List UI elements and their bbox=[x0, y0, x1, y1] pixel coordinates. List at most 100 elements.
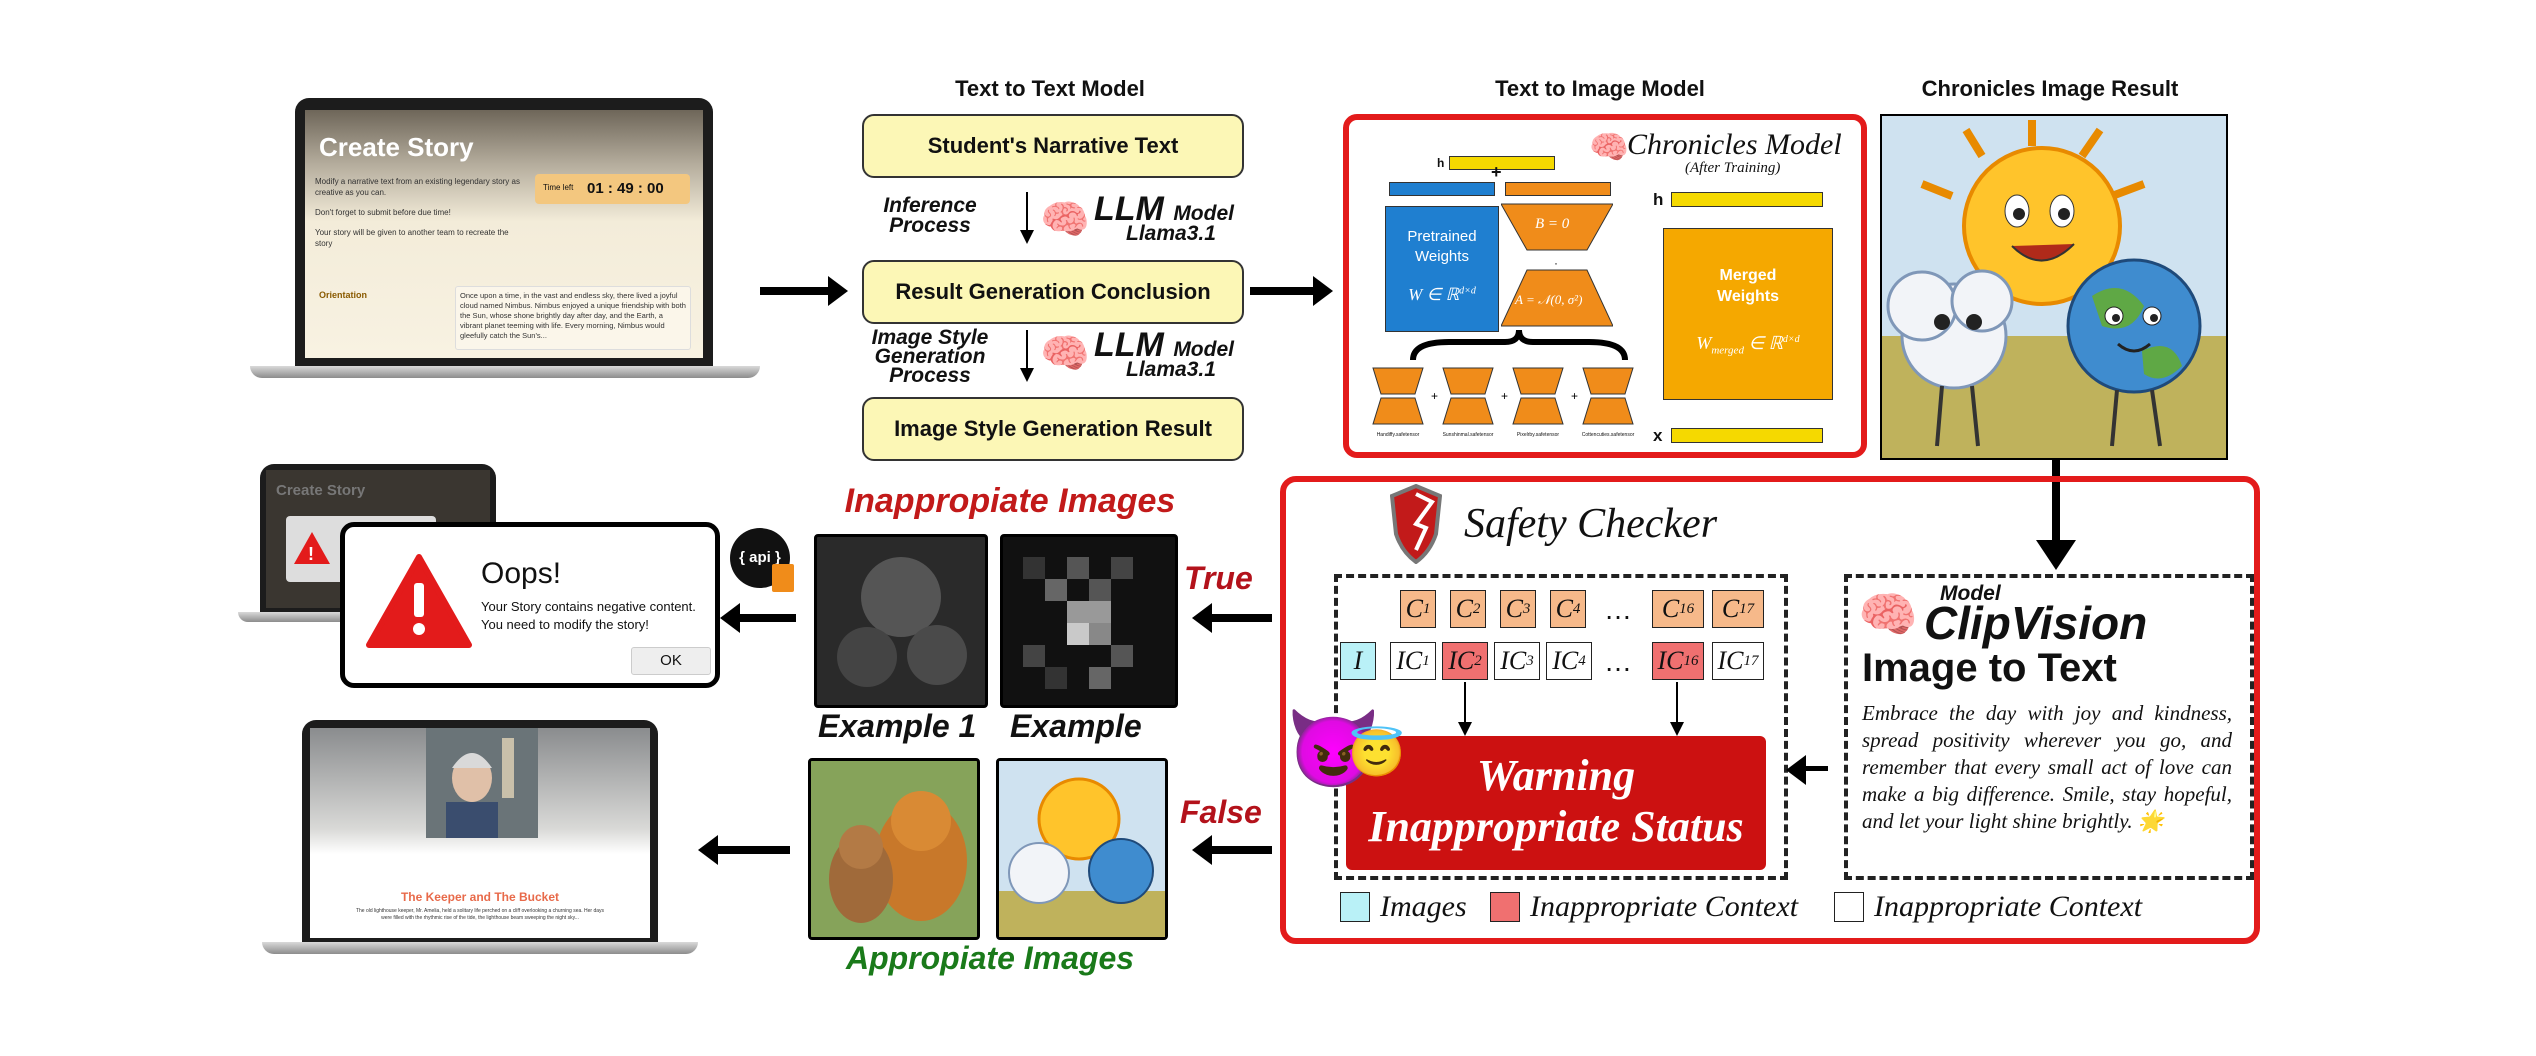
create-story-screen: Create Story Time left 01 : 49 : 00 Modi… bbox=[305, 110, 703, 358]
merged-w: W bbox=[1696, 333, 1712, 353]
arrow-to-keeper bbox=[698, 835, 790, 865]
example-1-label: Example 1 bbox=[818, 708, 977, 744]
header-text-to-text: Text to Text Model bbox=[955, 76, 1145, 101]
box-result-generation: Result Generation Conclusion bbox=[862, 260, 1244, 324]
model-text: Model bbox=[1173, 202, 1234, 225]
instruction-2: Don't forget to submit before due time! bbox=[315, 208, 451, 217]
header-text-to-image: Text to Image Model bbox=[1495, 76, 1705, 101]
example-1-image bbox=[814, 534, 988, 708]
adapter-group: + + + Handiffy.safetensor Sunshinmal.saf… bbox=[1367, 366, 1667, 444]
false-label: False bbox=[1180, 794, 1262, 830]
adapter-label-2: Sunshinmal.safetensor bbox=[1442, 432, 1494, 438]
timer-value: 01 : 49 : 00 bbox=[587, 180, 664, 197]
appropriate-image-2 bbox=[996, 758, 1168, 940]
chronicles-model-box: 🧠 Chronicles Model (After Training) h + … bbox=[1343, 114, 1867, 458]
instructions-panel: Modify a narrative text from an existing… bbox=[315, 176, 525, 276]
chronicles-title: Chronicles Model bbox=[1627, 128, 1842, 161]
box-image-style-result: Image Style Generation Result bbox=[862, 397, 1244, 461]
a-matrix-trapezoid bbox=[1501, 269, 1613, 327]
legend-inapp-white-label: Inappropriate Context bbox=[1874, 890, 2143, 923]
hidden-bar-mid-orange bbox=[1505, 182, 1611, 196]
story-textarea[interactable]: Once upon a time, in the vast and endles… bbox=[455, 286, 691, 350]
keeper-body: The old lighthouse keeper, Mr. Amelia, h… bbox=[355, 908, 605, 921]
legend-swatch-white bbox=[1834, 892, 1864, 922]
svg-text:+: + bbox=[1501, 389, 1508, 403]
arrow-to-oops bbox=[720, 603, 796, 633]
down-arrow-inference bbox=[1020, 192, 1034, 244]
arrow-to-t2i bbox=[1250, 276, 1333, 306]
llm-text: LLM bbox=[1094, 326, 1164, 364]
arrow-ic2-warning bbox=[1458, 682, 1472, 736]
json-file-icon bbox=[772, 564, 794, 592]
w-formula-sup: d×d bbox=[1459, 285, 1476, 297]
llm-text: LLM bbox=[1094, 190, 1164, 228]
arrow-false bbox=[1192, 835, 1272, 865]
keeper-screen: The Keeper and The Bucket The old lighth… bbox=[310, 728, 650, 938]
pretrained-weights-box: Pretrained Weights W ∈ ℝd×d bbox=[1385, 206, 1499, 332]
legend-swatch-images bbox=[1340, 892, 1370, 922]
merged-sup: d×d bbox=[1782, 334, 1800, 345]
llm-label-1: LLM Model bbox=[1094, 190, 1234, 229]
merged-rest: ∈ ℝ bbox=[1743, 333, 1783, 353]
example-2-image bbox=[1000, 534, 1178, 708]
adapter-shapes: + + + bbox=[1372, 367, 1634, 425]
warning-icon-small: ! bbox=[294, 532, 330, 564]
oops-line-2: You need to modify the story! bbox=[481, 617, 649, 632]
svg-text:!: ! bbox=[308, 544, 314, 564]
warning-icon bbox=[366, 554, 472, 648]
adapter-label-4: Cottencuties.safetensor bbox=[1581, 432, 1635, 438]
oops-dialog: Oops! Your Story contains negative conte… bbox=[340, 522, 720, 688]
x-label: x bbox=[1653, 426, 1663, 445]
warning-status-box: Warning Inappropriate Status bbox=[1346, 736, 1766, 870]
legend-swatch-red bbox=[1490, 892, 1520, 922]
example-2-label: Example bbox=[1010, 708, 1142, 744]
sun-earth-cloud-illustration bbox=[1882, 116, 2226, 458]
chronicles-subtitle: (After Training) bbox=[1685, 160, 1781, 176]
true-label: True bbox=[1184, 560, 1253, 596]
arrow-clip-to-warning bbox=[1786, 755, 1828, 785]
clip-model-label: Model bbox=[1940, 582, 2001, 605]
inappropriate-title: Inappropiate Images bbox=[844, 482, 1176, 520]
cell-image: I bbox=[1340, 642, 1376, 680]
w-formula: W ∈ ℝd×d bbox=[1386, 285, 1498, 305]
ellipsis-row1: … bbox=[1604, 594, 1632, 625]
image-style-process-label: Image Style Generation Process bbox=[871, 326, 989, 387]
arrow-ic16-warning bbox=[1670, 682, 1684, 736]
merged-h-bar bbox=[1671, 192, 1823, 207]
clip-name: ClipVision bbox=[1924, 597, 2148, 649]
warning-line-1: Warning bbox=[1476, 751, 1636, 800]
ok-button[interactable]: OK bbox=[631, 647, 711, 675]
laptop-create-story: Create Story Time left 01 : 49 : 00 Modi… bbox=[250, 98, 760, 398]
keeper-portrait bbox=[426, 728, 538, 838]
hidden-bar-mid-blue bbox=[1389, 182, 1495, 196]
keeper-title: The Keeper and The Bucket bbox=[400, 890, 560, 904]
hidden-bar-top bbox=[1449, 156, 1555, 170]
legend: Images Inappropriate Context Inappropria… bbox=[1340, 886, 2240, 926]
timer-label: Time left bbox=[543, 183, 574, 192]
inference-process-label: Inference Process bbox=[883, 194, 977, 237]
ellipsis-row2: … bbox=[1604, 646, 1632, 677]
merged-label: Merged Weights bbox=[1717, 267, 1779, 305]
arrow-to-t2t bbox=[760, 276, 848, 306]
legend-inapp-red-label: Inappropriate Context bbox=[1530, 890, 1799, 923]
merged-weights-box: Merged Weights Wmerged ∈ ℝd×d bbox=[1663, 228, 1833, 400]
brace bbox=[1410, 329, 1628, 361]
brain-icon: 🧠 bbox=[1858, 589, 1918, 642]
svg-text:+: + bbox=[1571, 389, 1578, 403]
adapter-label-1: Handiffy.safetensor bbox=[1376, 432, 1420, 438]
clip-text: Embrace the day with joy and kindness, s… bbox=[1862, 701, 2232, 833]
safety-grid-box bbox=[1334, 574, 1788, 880]
safety-checker-title: Safety Checker bbox=[1464, 501, 1718, 547]
instruction-3: Your story will be given to another team… bbox=[315, 228, 509, 248]
adapter-label-3: Pixelrby.safetensor bbox=[1516, 432, 1560, 438]
safety-checker-box bbox=[1280, 476, 2260, 944]
a-matrix-label: A = 𝒩(0, σ²) bbox=[1515, 292, 1583, 307]
llama-label-2: Llama3.1 bbox=[1126, 358, 1216, 381]
